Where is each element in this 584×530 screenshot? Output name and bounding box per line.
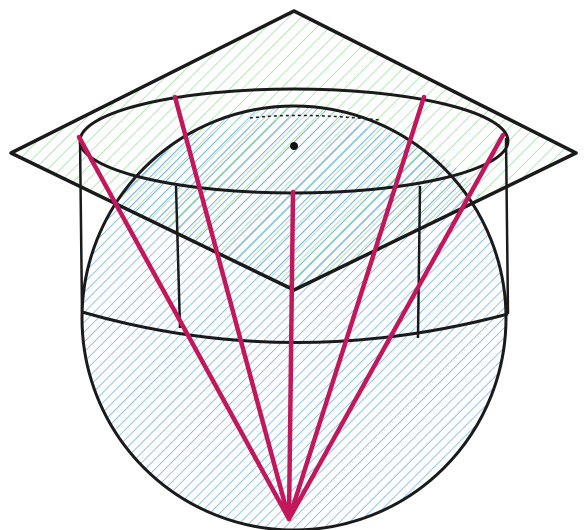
ray-2: [172, 94, 292, 522]
cylinder-right-edge: [504, 137, 510, 315]
sphere-cap-region: [112, 118, 480, 290]
ray-5: [286, 132, 506, 522]
inner-vertical-right: [416, 185, 422, 339]
sphere-outline: [80, 104, 508, 530]
cylinder-left-edge: [78, 137, 84, 313]
intersection-arc: [249, 114, 381, 121]
rays-group: [76, 94, 506, 522]
center-point: [290, 142, 298, 150]
ray-1: [76, 134, 292, 522]
inner-vertical-left: [174, 185, 182, 329]
ray-3: [286, 189, 296, 522]
ray-4: [286, 94, 427, 522]
